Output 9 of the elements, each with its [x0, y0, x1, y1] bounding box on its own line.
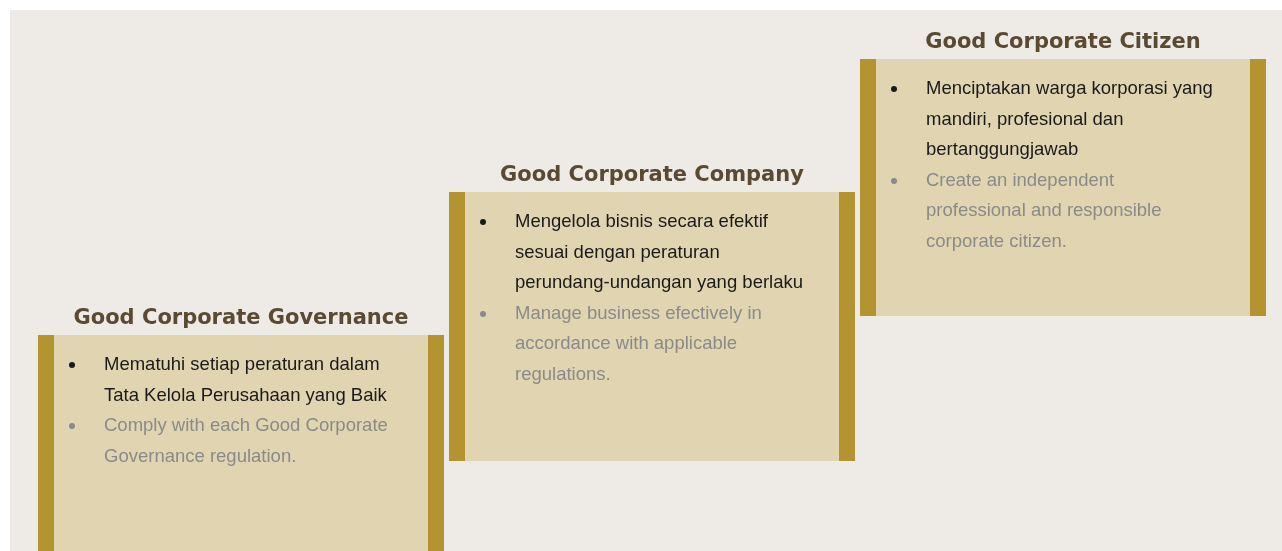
bullet-text: Mengelola bisnis secara efektif sesuai dengan peraturan perundang-undangan yang berlaku: [515, 210, 803, 292]
step-heading: Good Corporate Citizen: [924, 28, 1202, 55]
step-heading: Good Corporate Company: [499, 161, 805, 188]
step-heading: Good Corporate Governance: [72, 304, 410, 331]
bullet-text: Manage business efectively in accordance with applicable regulations.: [515, 301, 762, 384]
bullet-text: Comply with each Good Corporate Governance regulation.: [104, 414, 388, 466]
bullet-text: Create an independent professional and responsible corporate citizen.: [926, 168, 1162, 251]
bullet-text: Menciptakan warga korporasi yang mandiri, profesional dan bertanggungjawab: [926, 77, 1213, 159]
bullet-text: Mematuhi setiap peraturan dalam Tata Kelola Perusahaan yang Baik: [104, 353, 387, 405]
